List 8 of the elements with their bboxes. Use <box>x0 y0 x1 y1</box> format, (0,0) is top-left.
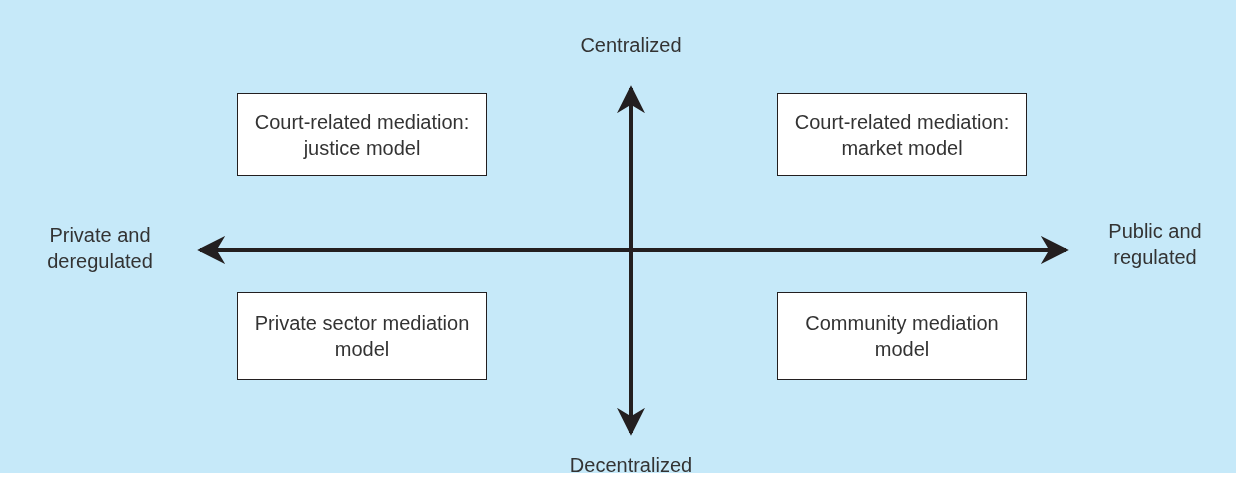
quadrant-box: Court-related mediation: justice model <box>237 93 487 176</box>
quadrant-box: Community mediation model <box>777 292 1027 380</box>
quadrant-box: Private sector mediation model <box>237 292 487 380</box>
axis-label: Decentralized <box>568 453 694 478</box>
axis-label: Public and regulated <box>1107 219 1203 270</box>
quadrant-box: Court-related mediation: market model <box>777 93 1027 176</box>
axis-label: Centralized <box>579 33 683 58</box>
axis-label: Private and deregulated <box>46 223 154 274</box>
